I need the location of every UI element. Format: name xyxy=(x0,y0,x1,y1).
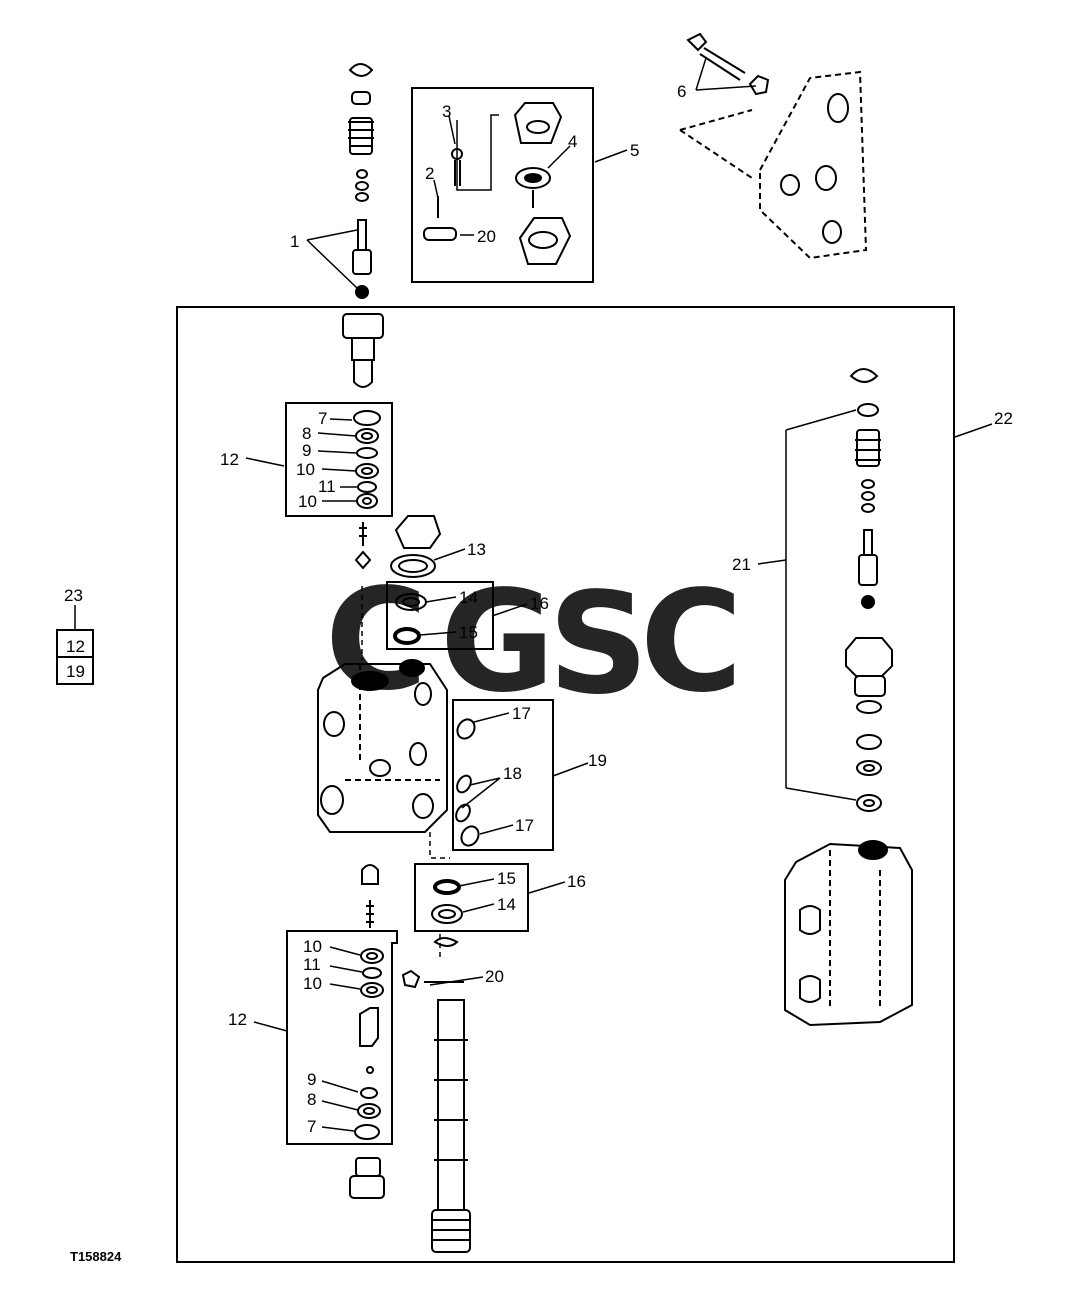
callout-8-lower: 8 xyxy=(307,1090,316,1109)
callout-16-lower: 16 xyxy=(567,872,586,891)
kit-12-lower-frame xyxy=(286,930,398,1145)
valve-body-right xyxy=(784,840,913,1027)
poppet-spring-upper xyxy=(354,522,372,570)
callout-19: 19 xyxy=(588,751,607,770)
callout-9-lower: 9 xyxy=(307,1070,316,1089)
parts xyxy=(317,32,913,1253)
kit-23-item-12: 12 xyxy=(66,637,85,656)
kit-5-frame xyxy=(411,87,594,283)
callout-22: 22 xyxy=(994,409,1013,428)
flange-seal-13 xyxy=(390,515,442,578)
callout-10-lower-b: 10 xyxy=(303,974,322,993)
watermark-letter-2: G xyxy=(440,561,555,724)
kit-23-item-19: 19 xyxy=(66,662,85,681)
callout-18: 18 xyxy=(503,764,522,783)
callout-3: 3 xyxy=(442,102,451,121)
callout-4: 4 xyxy=(568,132,577,151)
watermark: C G S C xyxy=(325,559,743,726)
callout-20-kit: 20 xyxy=(477,227,496,246)
callout-10-upper-a: 10 xyxy=(296,460,315,479)
callout-6: 6 xyxy=(677,82,686,101)
callout-8-upper: 8 xyxy=(302,424,311,443)
frames xyxy=(56,87,955,1263)
plug-fitting-lower xyxy=(349,1157,385,1199)
callout-10-upper-b: 10 xyxy=(298,492,317,511)
kit-16-lower-rings xyxy=(431,879,463,924)
figure-reference-code: T158824 xyxy=(70,1249,122,1264)
kit-16-lower-frame xyxy=(414,863,529,932)
callout-14-upper: 14 xyxy=(459,588,478,607)
callout-16-upper: 16 xyxy=(530,594,549,613)
bolt-20-lower xyxy=(401,969,464,989)
callout-15-upper: 15 xyxy=(459,623,478,642)
watermark-letter-4: C xyxy=(640,561,743,724)
leader-lines xyxy=(74,57,993,1132)
dashed-guides xyxy=(361,586,450,960)
callout-12-lower: 12 xyxy=(228,1010,247,1029)
kit-19-frame xyxy=(452,699,554,851)
callout-17-bottom: 17 xyxy=(515,816,534,835)
callout-7-upper: 7 xyxy=(318,409,327,428)
callout-20-lower: 20 xyxy=(485,967,504,986)
callout-23: 23 xyxy=(64,586,83,605)
callout-11-upper: 11 xyxy=(318,477,336,496)
plug-fitting-upper xyxy=(342,313,384,388)
callout-17-top: 17 xyxy=(512,704,531,723)
valve-housing-top-right xyxy=(679,70,868,260)
callout-10-lower-a: 10 xyxy=(303,937,322,956)
callout-9-upper: 9 xyxy=(302,441,311,460)
watermark-letter-1: C xyxy=(325,559,428,722)
callout-5: 5 xyxy=(630,141,639,160)
callout-11-lower: 11 xyxy=(303,955,321,974)
poppet-spring-lower xyxy=(361,864,379,928)
kit-12-upper-frame xyxy=(285,402,393,517)
main-assembly-frame xyxy=(176,306,955,1263)
watermark-letter-3: S xyxy=(548,563,649,726)
callout-12-upper: 12 xyxy=(220,450,239,469)
valve-body-main xyxy=(317,659,448,833)
bolt-6 xyxy=(686,32,770,96)
spool xyxy=(431,937,471,1253)
callout-13: 13 xyxy=(467,540,486,559)
callout-1: 1 xyxy=(290,232,299,251)
relief-valve-parts-top xyxy=(348,63,374,299)
callout-21: 21 xyxy=(732,555,751,574)
callout-2: 2 xyxy=(425,164,434,183)
callout-7-lower: 7 xyxy=(307,1117,316,1136)
callout-14-lower: 14 xyxy=(497,895,516,914)
callouts: 1 2 3 4 5 6 7 8 9 10 11 10 12 13 14 15 1… xyxy=(64,82,1013,1264)
relief-valve-parts-right xyxy=(845,368,893,812)
kit-12-upper-rings xyxy=(353,410,381,509)
kit-5-parts xyxy=(423,102,572,265)
kit-12-lower-rings xyxy=(354,948,384,1140)
callout-15-lower: 15 xyxy=(497,869,516,888)
kit-19-rings xyxy=(455,718,480,847)
